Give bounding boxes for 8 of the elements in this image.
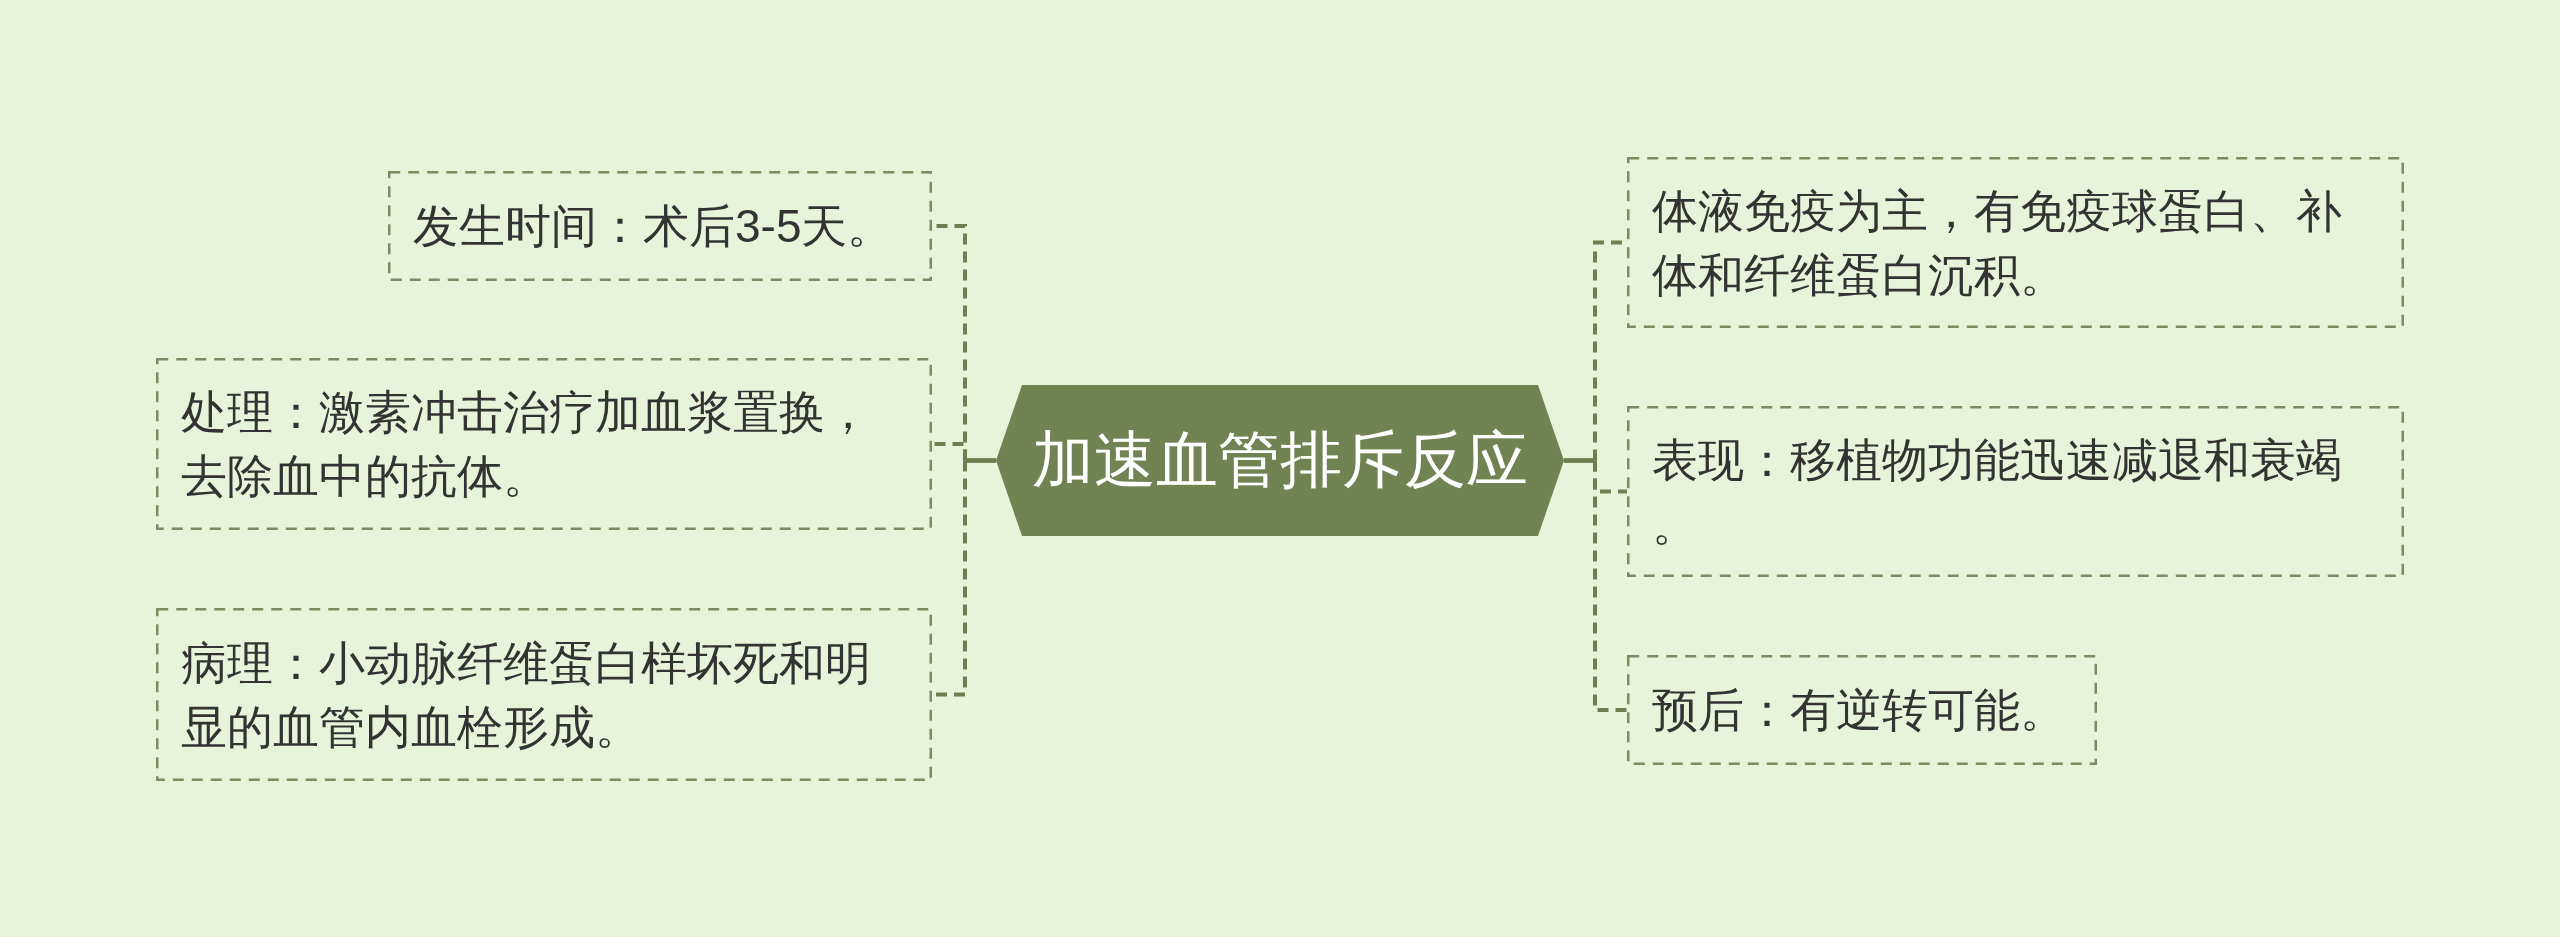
- topic-hexagon: 加速血管排斥反应: [996, 385, 1564, 536]
- topic-box: 病理：小动脉纤维蛋白样坏死和明显的血管内血栓形成。: [156, 608, 932, 781]
- topic-box: 发生时间：术后3-5天。: [388, 171, 932, 281]
- topic-box: 表现：移植物功能迅速减退和衰竭。: [1627, 406, 2404, 577]
- topic-box: 处理：激素冲击治疗加血浆置换，去除血中的抗体。: [156, 358, 932, 530]
- topic-box: 预后：有逆转可能。: [1627, 655, 2097, 765]
- connector-line: [1564, 458, 1627, 712]
- topic-box: 体液免疫为主，有免疫球蛋白、补体和纤维蛋白沉积。: [1627, 157, 2404, 328]
